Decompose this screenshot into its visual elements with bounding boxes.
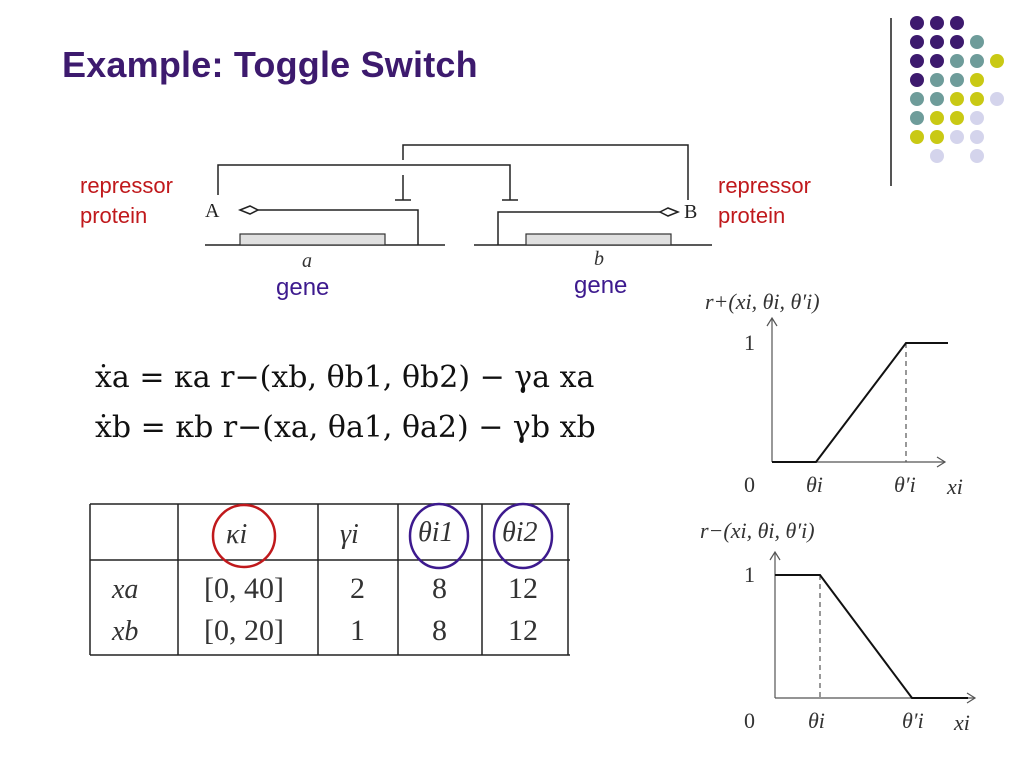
dot (970, 92, 984, 106)
protein-b-label: B (684, 201, 698, 223)
table-cell: 2 (350, 572, 365, 605)
gene-a-letter: a (302, 250, 312, 272)
table-header-theta1: θi1 (418, 517, 454, 548)
highlight-circle-theta1 (408, 502, 470, 570)
dot (950, 35, 964, 49)
table-header-gamma: γi (340, 519, 359, 550)
dot (930, 54, 944, 68)
protein-a-label: A (205, 200, 220, 222)
dot (950, 92, 964, 106)
table-cell: 8 (432, 572, 447, 605)
dot (930, 111, 944, 125)
gene-box-a (239, 233, 386, 246)
dot (950, 130, 964, 144)
graph-minus-origin: 0 (744, 708, 755, 733)
graph-minus-x-tick1: θi (808, 708, 825, 733)
graph-minus-x-tick2: θ′i (902, 708, 924, 733)
graph-minus-title: r−(xi, θi, θ′i) (700, 518, 815, 543)
table-cell: [0, 20] (204, 614, 284, 647)
graph-minus-y-arrow-icon (769, 550, 781, 561)
dot (910, 35, 924, 49)
repression-line-b-to-a (402, 144, 689, 200)
table-cell: 8 (432, 614, 447, 647)
dot (930, 92, 944, 106)
gene-label-right: gene (574, 272, 628, 299)
dot (910, 92, 924, 106)
dot (910, 54, 924, 68)
table-header-theta2: θi2 (502, 517, 538, 548)
divider-line (890, 18, 892, 186)
dot (970, 111, 984, 125)
graph-plus-curve (772, 342, 948, 463)
repression-line-a-to-b (217, 164, 511, 200)
graph-plus-x-tick2: θ′i (894, 472, 916, 497)
graph-minus-x-label: xi (954, 710, 970, 735)
repressor-label-right: repressor protein (718, 173, 811, 228)
graph-plus-title: r+(xi, θi, θ′i) (705, 289, 820, 314)
dot (930, 35, 944, 49)
table-cell: 12 (508, 572, 538, 605)
graph-plus-y-arrow-icon (766, 316, 778, 327)
dot (950, 73, 964, 87)
graph-minus-x-arrow-icon (966, 692, 977, 704)
table-cell: 12 (508, 614, 538, 647)
graph-minus-curve (775, 574, 968, 699)
arrow-a-icon (237, 205, 260, 215)
graph-minus-y-tick: 1 (744, 562, 755, 587)
table-cell: 1 (350, 614, 365, 647)
promoter-a (258, 209, 419, 245)
table-cell: xb (112, 616, 139, 647)
dot (910, 111, 924, 125)
dot (930, 130, 944, 144)
gene-label-left: gene (276, 274, 330, 301)
gene-b-letter: b (594, 248, 604, 270)
slide-title: Example: Toggle Switch (62, 44, 478, 85)
promoter-b (497, 211, 660, 245)
graph-plus-y-tick: 1 (744, 330, 755, 355)
graph-plus-x-arrow-icon (936, 456, 947, 468)
graph-plus-origin: 0 (744, 472, 755, 497)
dot (930, 149, 944, 163)
dot (950, 54, 964, 68)
table-cell: xa (112, 574, 139, 605)
equation-1: ẋa = κa r−(xb, θb1, θb2) − γa xa (95, 360, 595, 395)
gene-box-b (525, 233, 672, 246)
dot (990, 92, 1004, 106)
dot (970, 73, 984, 87)
dot (930, 16, 944, 30)
dot (950, 16, 964, 30)
arrow-b-icon (658, 207, 681, 217)
equation-2: ẋb = κb r−(xa, θa1, θa2) − γb xb (95, 410, 596, 445)
dot (990, 54, 1004, 68)
dot (970, 35, 984, 49)
highlight-circle-kappa (211, 503, 277, 569)
repressor-label-left: repressor protein (80, 173, 173, 228)
dot (970, 54, 984, 68)
table-cell: [0, 40] (204, 572, 284, 605)
table-header-kappa: κi (226, 519, 248, 550)
highlight-circle-theta2 (492, 502, 554, 570)
graph-plus-x-tick1: θi (806, 472, 823, 497)
graph-plus-x-label: xi (947, 474, 963, 499)
dot (910, 16, 924, 30)
dot (950, 111, 964, 125)
dot (970, 130, 984, 144)
dot (970, 149, 984, 163)
dot (910, 130, 924, 144)
dot (910, 73, 924, 87)
dot (930, 73, 944, 87)
